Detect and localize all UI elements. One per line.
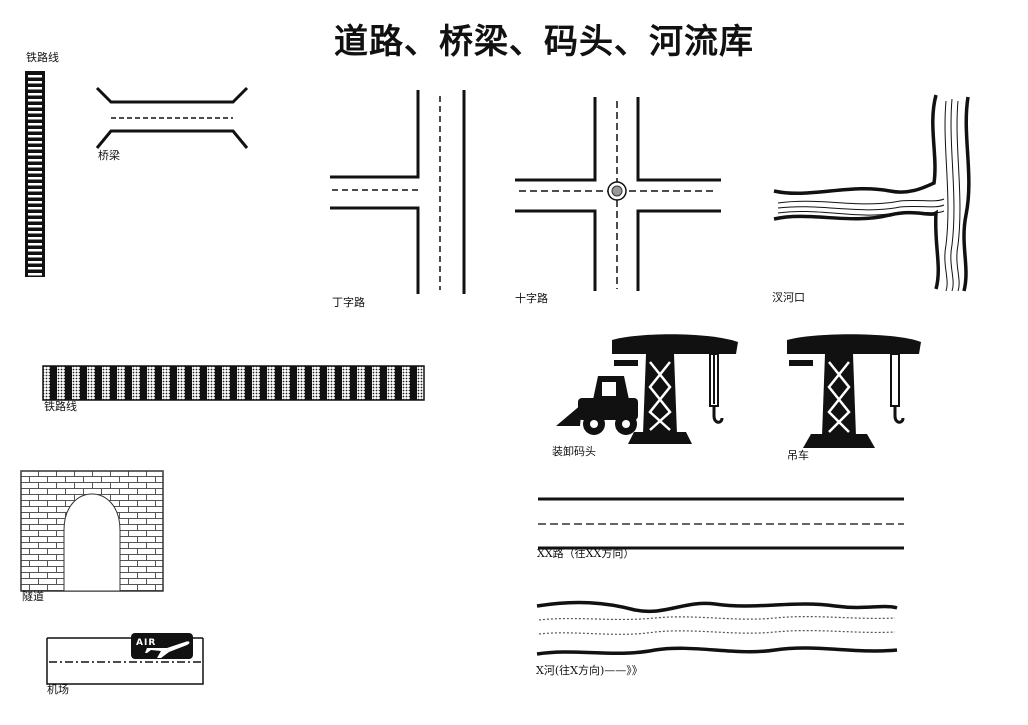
bridge-label: 桥梁 [98, 149, 120, 162]
railway-tie [28, 171, 42, 174]
railway-tie [28, 117, 42, 120]
crane-label: 吊车 [787, 449, 809, 462]
railway-tie [28, 195, 42, 198]
railway-tie [28, 129, 42, 132]
loading-dock-icon [556, 334, 738, 444]
railway-tie [125, 366, 132, 400]
crossroad-icon [515, 97, 721, 291]
railway-tie [305, 366, 312, 400]
river-mouth-icon [773, 94, 971, 292]
railway-tie [28, 261, 42, 264]
railway-tie [28, 255, 42, 258]
railway-tie [28, 273, 42, 276]
railway-horizontal-icon [42, 365, 425, 401]
river-mouth-label: 汊河口 [772, 291, 805, 304]
railway-horizontal-label: 铁路线 [44, 400, 77, 413]
railway-tie [28, 153, 42, 156]
crane-icon [787, 334, 921, 448]
railway-tie [28, 111, 42, 114]
railway-tie [28, 87, 42, 90]
crossroad-label: 十字路 [515, 292, 548, 305]
railway-tie [28, 213, 42, 216]
railway-tie [28, 147, 42, 150]
railway-tie [140, 366, 147, 400]
railway-tie [80, 366, 87, 400]
railway-tie [155, 366, 162, 400]
airport-sign: AIR [136, 638, 157, 648]
railway-tie [28, 75, 42, 78]
railway-tie [28, 231, 42, 234]
railway-tie [365, 366, 372, 400]
railway-tie [395, 366, 402, 400]
tunnel-icon [20, 470, 164, 592]
railway-tie [28, 159, 42, 162]
railway-tie [260, 366, 267, 400]
t-junction-icon [330, 90, 466, 294]
railway-tie [28, 267, 42, 270]
railway-tie [28, 201, 42, 204]
railway-tie [28, 141, 42, 144]
railway-tie [170, 366, 177, 400]
railway-tie [28, 207, 42, 210]
railway-tie [380, 366, 387, 400]
railway-tie [28, 135, 42, 138]
loading-dock-label: 装卸码头 [552, 445, 596, 458]
railway-tie [28, 81, 42, 84]
railway-tie [28, 105, 42, 108]
railway-tie [28, 99, 42, 102]
railway-tie [28, 225, 42, 228]
river-icon [536, 600, 898, 656]
railway-tie [245, 366, 252, 400]
railway-tie [320, 366, 327, 400]
railway-tie [28, 249, 42, 252]
railway-vertical-icon [25, 71, 45, 277]
railway-tie [110, 366, 117, 400]
airport-label: 机场 [47, 683, 69, 696]
railway-vertical-label: 铁路线 [26, 51, 59, 64]
railway-tie [28, 189, 42, 192]
railway-tie [28, 123, 42, 126]
railway-tie [28, 183, 42, 186]
page-title: 道路、桥梁、码头、河流库 [334, 22, 754, 62]
road-label: XX路（往XX方向） [537, 547, 635, 560]
railway-tie [215, 366, 222, 400]
road-icon [538, 497, 904, 550]
railway-tie [410, 366, 417, 400]
railway-tie [275, 366, 282, 400]
tunnel-label: 隧道 [22, 590, 44, 603]
railway-tie [28, 243, 42, 246]
railway-tie [28, 237, 42, 240]
railway-tie [335, 366, 342, 400]
railway-tie [95, 366, 102, 400]
railway-tie [28, 93, 42, 96]
railway-tie [230, 366, 237, 400]
railway-tie [290, 366, 297, 400]
airport-icon [46, 633, 204, 685]
river-label: X河(往X方向)——》》 [536, 664, 643, 677]
railway-tie [350, 366, 357, 400]
railway-tie [65, 366, 72, 400]
railway-tie [200, 366, 207, 400]
t-junction-label: 丁字路 [332, 296, 365, 309]
bridge-icon [95, 86, 249, 149]
railway-tie [28, 177, 42, 180]
railway-tie [28, 165, 42, 168]
railway-tie [185, 366, 192, 400]
railway-tie [28, 219, 42, 222]
railway-tie [50, 366, 57, 400]
